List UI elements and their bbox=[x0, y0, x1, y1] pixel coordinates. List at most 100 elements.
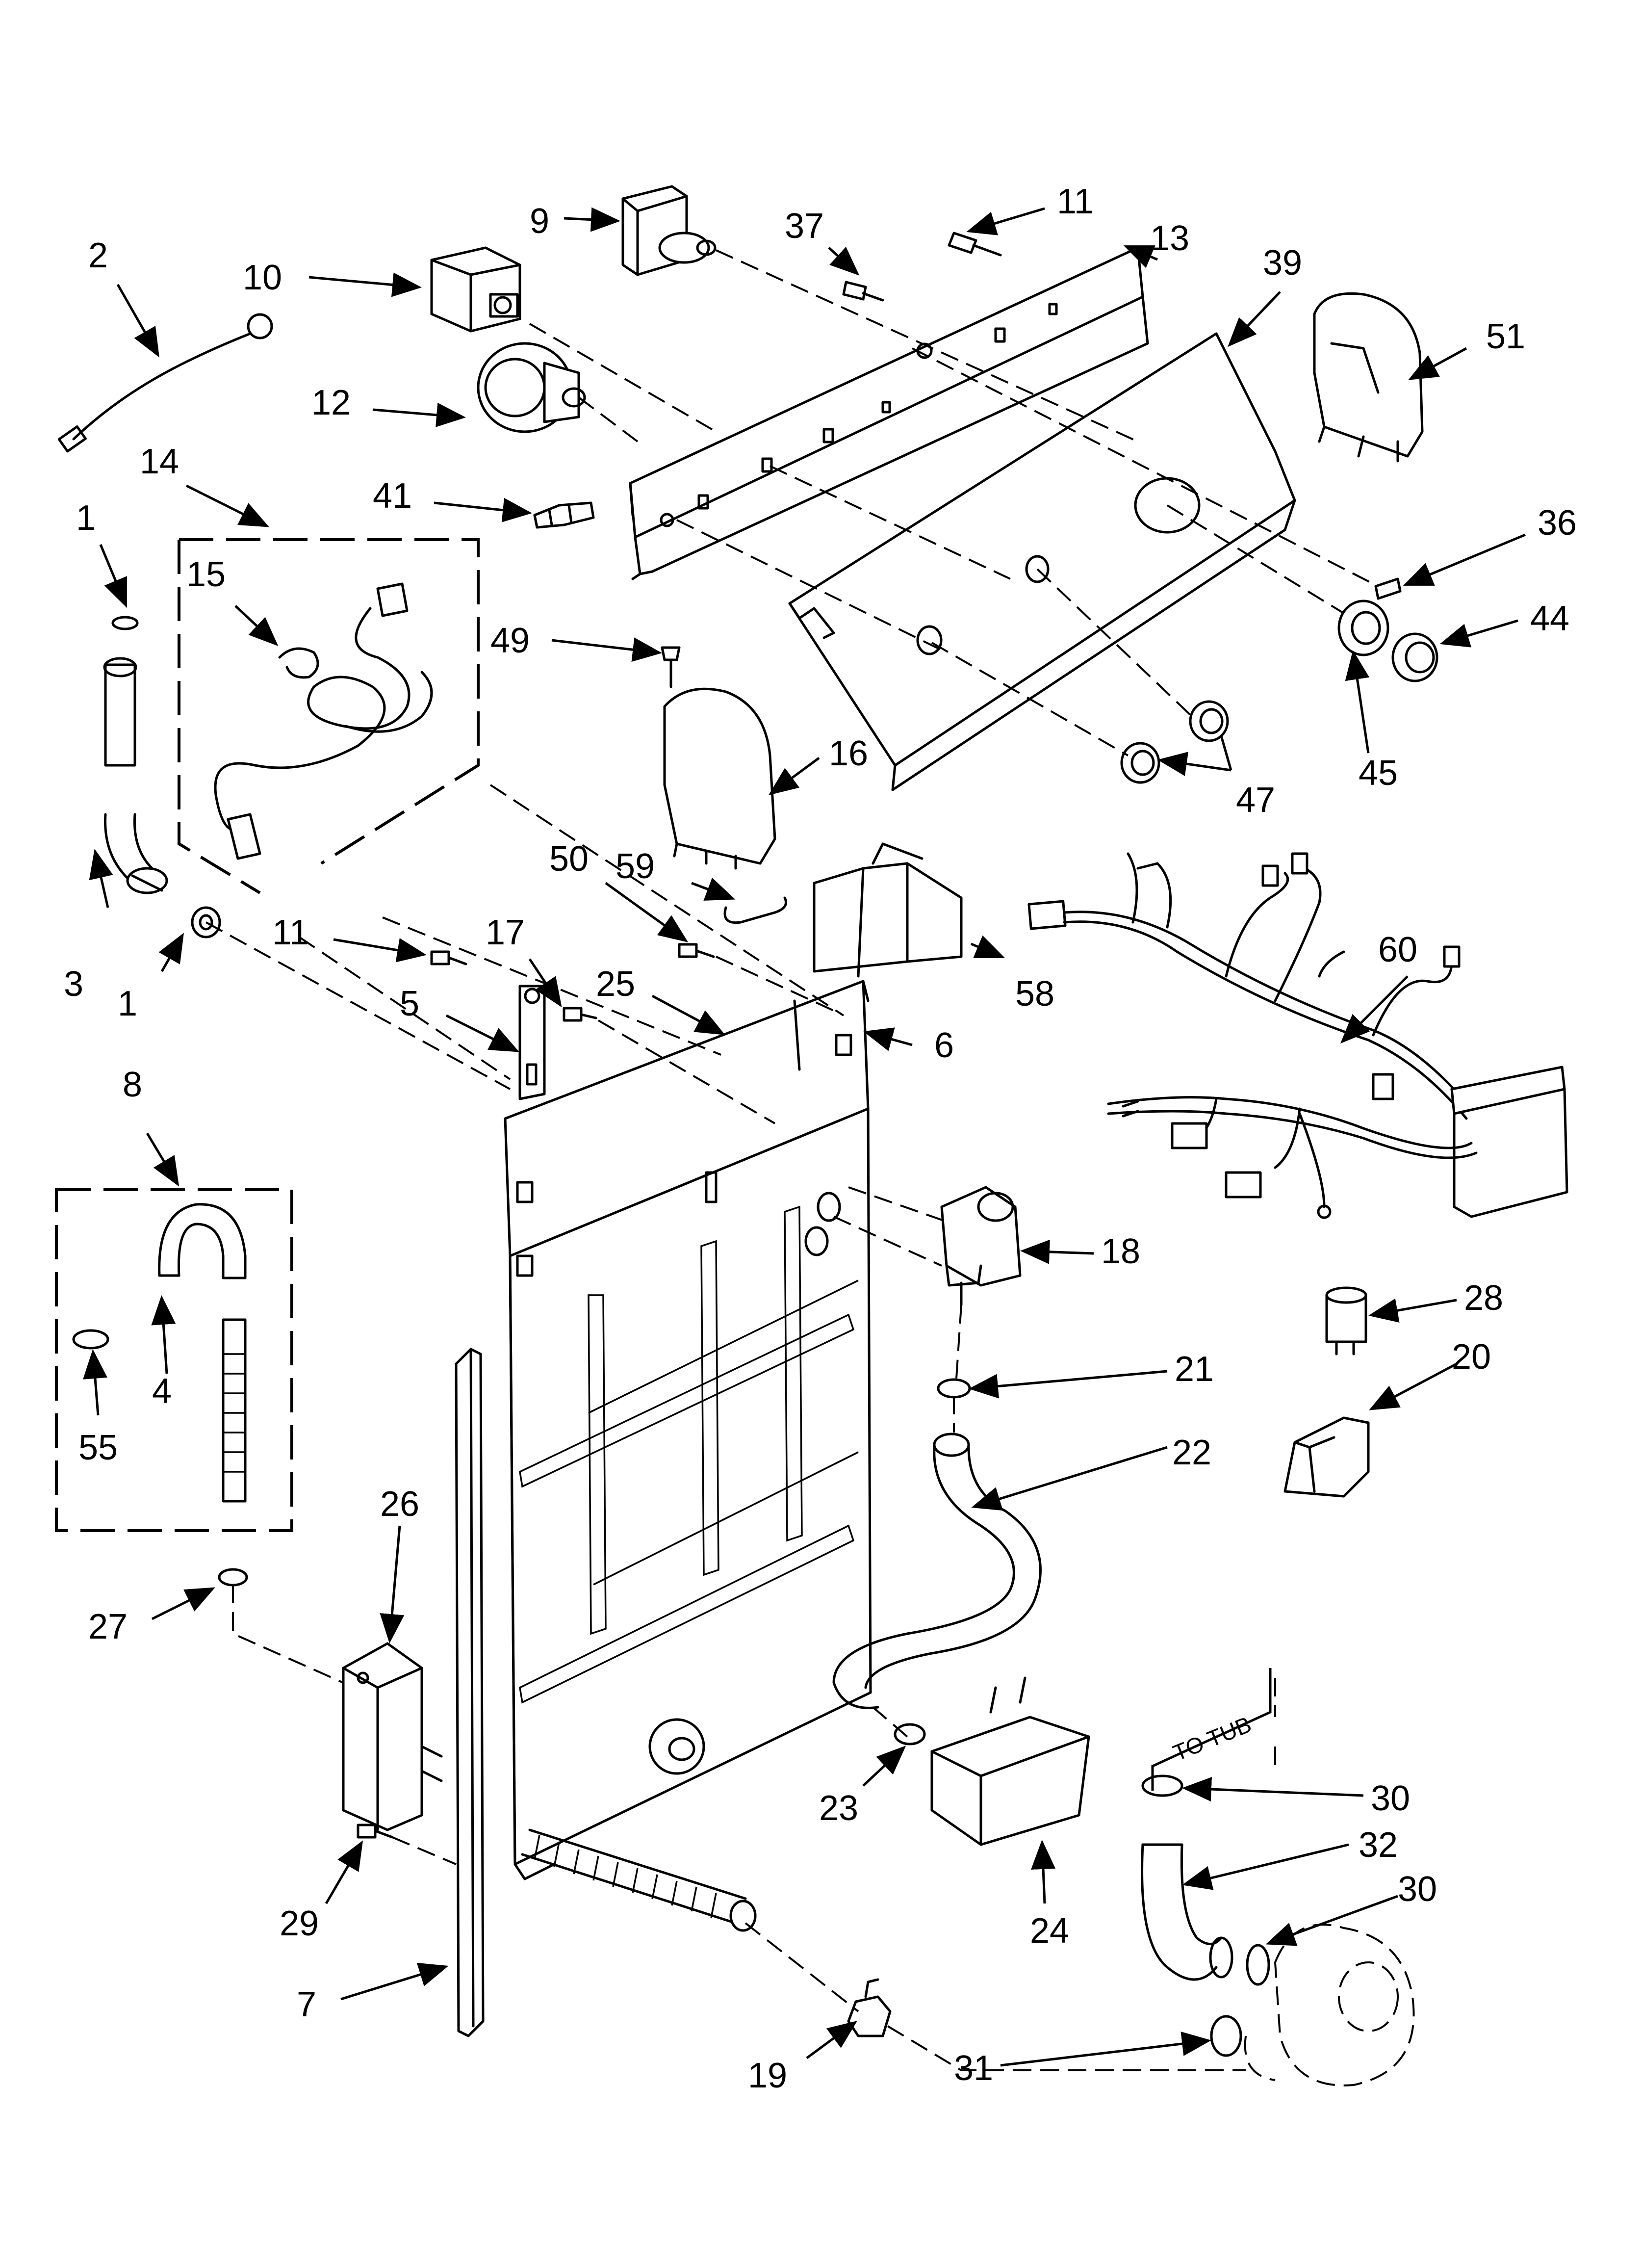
part-wire-harness bbox=[1027, 852, 1568, 1219]
callout-31: 31 bbox=[954, 2049, 993, 2088]
callout-19: 19 bbox=[748, 2056, 787, 2095]
part-timer bbox=[477, 342, 586, 433]
callout-30b: 30 bbox=[1398, 1870, 1437, 1909]
part-washer-top bbox=[111, 616, 139, 630]
part-threaded-rod bbox=[420, 1745, 757, 1932]
callout-13: 13 bbox=[1150, 219, 1189, 258]
callout-5: 5 bbox=[400, 984, 419, 1023]
part-console-panel bbox=[788, 332, 1296, 791]
callout-20: 20 bbox=[1452, 1337, 1491, 1377]
callout-9: 9 bbox=[530, 202, 549, 241]
part-power-cord bbox=[214, 582, 433, 860]
part-screw-49 bbox=[661, 646, 681, 688]
part-knob-44 bbox=[1391, 632, 1438, 682]
callout-45: 45 bbox=[1359, 754, 1398, 793]
part-screw-29 bbox=[357, 1824, 394, 1839]
callout-49: 49 bbox=[490, 621, 530, 660]
callout-39: 39 bbox=[1263, 243, 1302, 283]
part-screw-50 bbox=[678, 943, 715, 958]
callout-37: 37 bbox=[785, 207, 824, 246]
part-clamp-23 bbox=[894, 1723, 926, 1746]
callout-6: 6 bbox=[934, 1026, 954, 1065]
callout-28: 28 bbox=[1464, 1278, 1503, 1318]
callout-21: 21 bbox=[1175, 1350, 1214, 1389]
part-pump-outline bbox=[1244, 1924, 1415, 2086]
callout-10: 10 bbox=[243, 258, 282, 297]
callout-7: 7 bbox=[297, 1985, 316, 2024]
part-screw-36 bbox=[1374, 577, 1402, 600]
part-screw-top bbox=[948, 232, 1002, 257]
to-tub-label: TO TUB bbox=[1169, 1711, 1255, 1766]
part-strap bbox=[518, 985, 546, 1100]
part-switch bbox=[430, 246, 521, 333]
part-washer-bottom bbox=[191, 906, 221, 938]
part-screw-middle bbox=[430, 950, 467, 965]
callout-16: 16 bbox=[829, 734, 868, 773]
part-tub-drain-hose bbox=[1141, 1774, 1270, 1986]
part-water-valve bbox=[940, 1186, 1022, 1306]
callout-26: 26 bbox=[380, 1485, 419, 1524]
callout-labels: 2 10 9 37 11 13 39 51 12 14 41 1 15 36 4… bbox=[64, 182, 1577, 2095]
callout-17: 17 bbox=[486, 913, 525, 952]
callout-30a: 30 bbox=[1371, 1779, 1410, 1818]
callout-55: 55 bbox=[78, 1428, 118, 1467]
part-capacitor bbox=[1325, 1286, 1367, 1356]
part-duct bbox=[813, 842, 963, 978]
part-end-cap-right bbox=[1313, 292, 1424, 463]
part-knobs-47 bbox=[1120, 700, 1229, 784]
callout-14: 14 bbox=[140, 442, 179, 481]
part-screw-17 bbox=[563, 1007, 597, 1022]
callout-24: 24 bbox=[1030, 1911, 1069, 1951]
part-pump-bracket-24 bbox=[930, 1676, 1090, 1846]
callout-4: 4 bbox=[152, 1372, 172, 1411]
callout-15: 15 bbox=[186, 555, 226, 594]
part-bracket-20 bbox=[1283, 1416, 1370, 1498]
callout-25: 25 bbox=[596, 965, 635, 1004]
callout-22: 22 bbox=[1172, 1433, 1211, 1472]
part-clip-55 bbox=[72, 1329, 109, 1350]
callout-32: 32 bbox=[1359, 1825, 1398, 1865]
callout-41: 41 bbox=[373, 476, 412, 516]
callout-59: 59 bbox=[616, 847, 655, 886]
part-rotary-switch bbox=[621, 185, 717, 276]
callout-60: 60 bbox=[1378, 930, 1417, 969]
part-end-cap-left bbox=[663, 687, 776, 870]
part-knob-base bbox=[1337, 600, 1389, 656]
part-channel bbox=[455, 1348, 485, 2037]
callout-50: 50 bbox=[549, 839, 589, 879]
callout-12: 12 bbox=[311, 383, 351, 422]
callout-18: 18 bbox=[1101, 1232, 1140, 1271]
callout-8: 8 bbox=[123, 1065, 142, 1104]
part-rear-panel bbox=[504, 980, 872, 1880]
leader-arrows bbox=[83, 207, 1526, 2067]
panel-ribs bbox=[519, 1205, 859, 1775]
callout-3: 3 bbox=[64, 965, 83, 1004]
callout-44: 44 bbox=[1530, 599, 1569, 638]
callout-1a: 1 bbox=[76, 498, 96, 538]
part-inlet-hose bbox=[103, 657, 168, 894]
callout-1b: 1 bbox=[118, 984, 137, 1023]
callout-2: 2 bbox=[88, 236, 108, 275]
callout-36: 36 bbox=[1538, 503, 1577, 543]
part-ground-wire bbox=[57, 313, 273, 453]
part-drain-hose bbox=[158, 1203, 247, 1503]
to-tub-annotation: TO TUB bbox=[1151, 1668, 1272, 1791]
callout-29: 29 bbox=[280, 1904, 319, 1943]
power-cord-kit-box bbox=[178, 538, 480, 894]
part-console-bracket bbox=[629, 246, 1149, 580]
callout-47: 47 bbox=[1236, 781, 1275, 820]
part-clamp-27 bbox=[218, 1568, 248, 1587]
assembly-lines bbox=[205, 249, 1374, 2071]
drain-hose-kit-box bbox=[55, 1188, 293, 1532]
part-clip-59 bbox=[723, 896, 787, 924]
callout-51: 51 bbox=[1486, 317, 1525, 356]
part-pump-bracket bbox=[342, 1642, 423, 1831]
callout-58: 58 bbox=[1015, 974, 1054, 1014]
callout-11b: 11 bbox=[272, 913, 309, 952]
callout-11a: 11 bbox=[1057, 182, 1094, 221]
callout-27: 27 bbox=[88, 1607, 128, 1646]
callout-23: 23 bbox=[819, 1789, 858, 1828]
part-clip bbox=[533, 501, 595, 529]
part-clamp-21 bbox=[937, 1378, 971, 1399]
